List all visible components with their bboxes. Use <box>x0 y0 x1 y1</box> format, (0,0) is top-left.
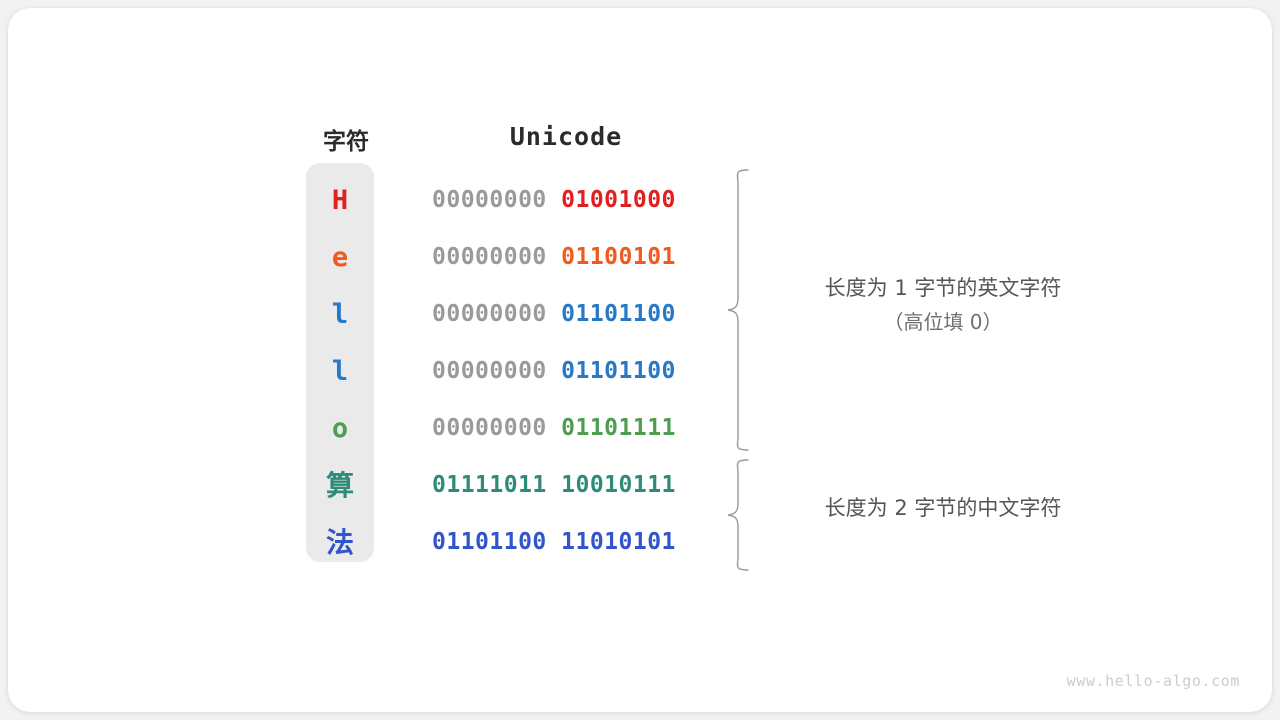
encoding-row: e 00000000 01100101 <box>8 229 1272 286</box>
annotation-one-byte-subtext: （高位填 0） <box>883 310 1003 334</box>
row-low-byte: 01101111 <box>561 415 676 441</box>
encoding-row: o 00000000 01101111 <box>8 400 1272 457</box>
row-low-byte: 01101100 <box>561 301 676 327</box>
column-header-unicode: Unicode <box>509 122 623 151</box>
encoding-row: H 00000000 01001000 <box>8 172 1272 229</box>
annotation-one-byte-text: 长度为 1 字节的英文字符 <box>824 276 1062 300</box>
row-high-byte: 00000000 <box>432 358 562 384</box>
character-column-strip <box>306 163 374 562</box>
row-character: H <box>331 185 349 216</box>
row-low-byte: 01111011 10010111 <box>432 472 676 498</box>
annotation-two-byte-text: 长度为 2 字节的中文字符 <box>824 496 1062 520</box>
row-character: 算 <box>325 469 354 502</box>
encoding-row: l 00000000 01101100 <box>8 286 1272 343</box>
row-unicode-bits: 01101100 11010101 <box>432 514 700 571</box>
site-watermark: www.hello-algo.com <box>1066 672 1240 690</box>
row-unicode-bits: 00000000 01101100 <box>432 343 700 400</box>
row-high-byte: 00000000 <box>432 301 562 327</box>
encoding-row: 法 01101100 11010101 <box>8 514 1272 571</box>
row-low-byte: 01101100 <box>561 358 676 384</box>
encoding-row: l 00000000 01101100 <box>8 343 1272 400</box>
annotation-one-byte: 长度为 1 字节的英文字符 （高位填 0） <box>768 271 1118 339</box>
row-low-byte: 01101100 11010101 <box>432 529 676 555</box>
row-high-byte: 00000000 <box>432 187 562 213</box>
encoding-row: 算 01111011 10010111 <box>8 457 1272 514</box>
row-character: e <box>331 242 349 273</box>
unicode-encoding-diagram: 字符 Unicode H 00000000 01001000 e 00000000 0… <box>8 8 1272 712</box>
row-unicode-bits: 00000000 01101111 <box>432 400 700 457</box>
row-high-byte: 00000000 <box>432 244 562 270</box>
row-low-byte: 01100101 <box>561 244 676 270</box>
annotation-two-byte: 长度为 2 字节的中文字符 <box>768 491 1118 525</box>
row-character: l <box>331 356 349 387</box>
row-character: 法 <box>325 526 354 559</box>
brace-two-byte <box>727 459 749 571</box>
row-unicode-bits: 00000000 01001000 <box>432 172 700 229</box>
row-low-byte: 01001000 <box>561 187 676 213</box>
row-unicode-bits: 01111011 10010111 <box>432 457 700 514</box>
row-character: o <box>331 413 349 444</box>
row-high-byte: 00000000 <box>432 415 562 441</box>
figure-card: 字符 Unicode H 00000000 01001000 e 00000000 0… <box>8 8 1272 712</box>
row-unicode-bits: 00000000 01101100 <box>432 286 700 343</box>
column-header-character: 字符 <box>323 128 369 154</box>
row-character: l <box>331 299 349 330</box>
brace-one-byte <box>727 169 749 451</box>
row-unicode-bits: 00000000 01100101 <box>432 229 700 286</box>
